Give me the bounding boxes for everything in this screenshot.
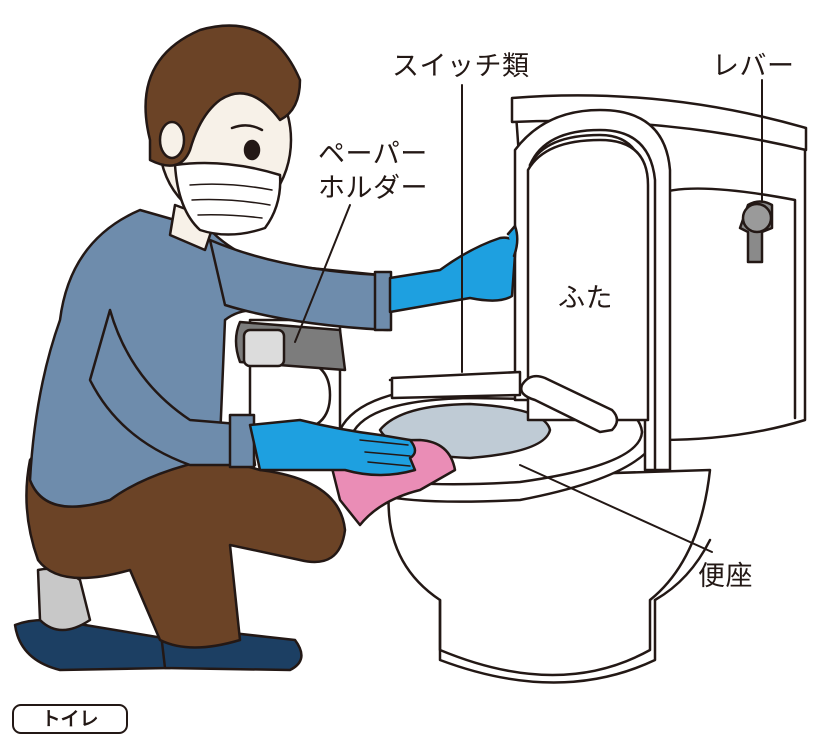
callout-lines: [294, 79, 763, 553]
label-switches: スイッチ類: [392, 51, 530, 82]
flush-lever: [738, 200, 774, 264]
switch-panel: [390, 370, 522, 400]
eye: [243, 139, 261, 161]
toilet-pedestal: [387, 468, 712, 677]
glove-lower: [248, 418, 417, 477]
glove-upper: [388, 236, 517, 314]
person: [13, 24, 519, 672]
right-arm: [208, 238, 390, 332]
label-paper-holder-line2: ホルダー: [318, 173, 428, 204]
caption-tag: トイレ: [12, 704, 128, 734]
label-lid: ふた: [558, 283, 613, 314]
toilet: [337, 94, 808, 684]
seat-hinge: [520, 374, 619, 434]
hair: [144, 24, 302, 167]
label-paper-holder-line1: ペーパー: [318, 139, 428, 170]
label-seat: 便座: [698, 561, 753, 592]
label-lever: レバー: [712, 51, 795, 82]
